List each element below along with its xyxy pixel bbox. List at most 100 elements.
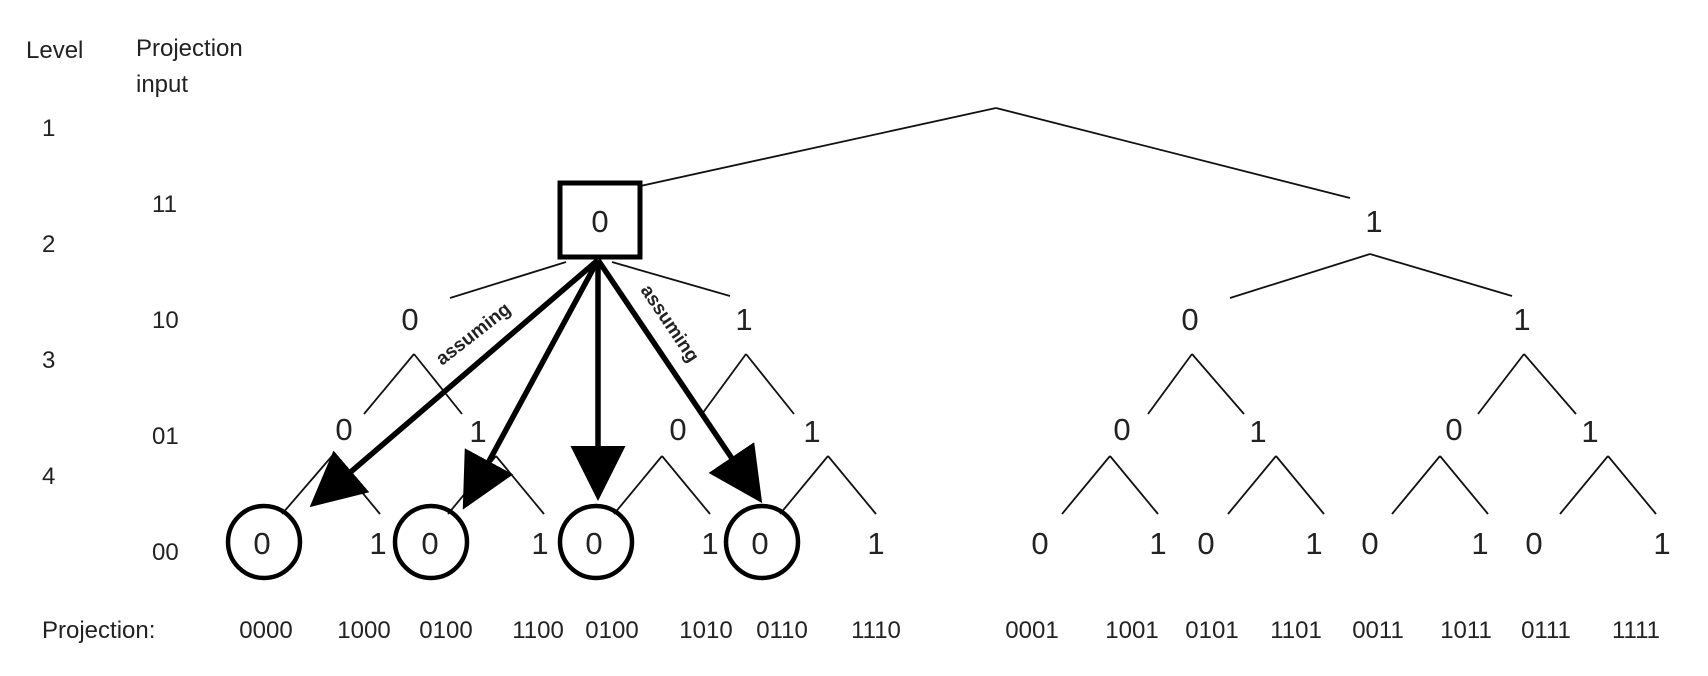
projection-input-10: 10: [152, 307, 179, 334]
edge-l4d-b: [827, 455, 877, 515]
highlighted-node-box: [557, 180, 643, 260]
edge-l4e-b: [1109, 455, 1159, 515]
leaf-0: 0: [253, 526, 270, 561]
edge-l3b-l4c: [701, 353, 747, 415]
projection-4: 0100: [585, 617, 638, 644]
edge-l4b-b: [495, 455, 545, 515]
assuming-label-right: assuming: [636, 281, 703, 366]
projection-1: 1000: [337, 617, 390, 644]
projection-0: 0000: [239, 617, 292, 644]
leaf-13: 1: [1471, 526, 1488, 561]
edge-l4g-b: [1439, 455, 1489, 515]
edge-l4c-b: [661, 455, 711, 515]
leaf-row: 0 1 0 1 0 1 0 1 0 1 0 1 0 1 0 1: [253, 526, 1670, 561]
assuming-label-left: assuming: [432, 299, 515, 370]
projection-14: 0111: [1521, 617, 1571, 644]
leaf-6: 0: [751, 526, 768, 561]
edge-l3a-l4a: [363, 353, 415, 415]
leaf-2: 0: [421, 526, 438, 561]
level4-node-3: 1: [803, 414, 820, 449]
level4-node-5: 1: [1249, 414, 1266, 449]
level4-node-2: 0: [669, 412, 686, 447]
level2-node-right: 1: [1365, 204, 1382, 239]
leaf-11: 1: [1305, 526, 1322, 561]
edge-l3c-l4e: [1147, 353, 1193, 415]
arrow-to-leaf-0100-a: [462, 258, 601, 510]
level-label-1: 1: [42, 115, 55, 142]
level4-node-1: 1: [469, 414, 486, 449]
leaf-10: 0: [1197, 526, 1214, 561]
level3-node-0: 0: [401, 302, 418, 337]
projection-15: 1111: [1612, 617, 1660, 644]
projection-10: 0101: [1185, 617, 1238, 644]
arrow-to-leaf-0110: [595, 258, 763, 504]
projection-2: 0100: [419, 617, 472, 644]
edge-l3d-l4g: [1477, 353, 1525, 415]
level3-node-3: 1: [1513, 302, 1530, 337]
projection-input-header-line1: Projection: [136, 35, 243, 62]
leaf-ring-2: [392, 503, 470, 581]
projection-11: 1101: [1270, 617, 1322, 644]
level-header: Level: [26, 37, 83, 64]
leaf-ring-4: [557, 503, 635, 581]
tree-edges: [281, 107, 1657, 515]
level4-node-0: 0: [335, 412, 352, 447]
projection-7: 1110: [851, 617, 901, 644]
edge-l3a-l4b: [413, 353, 463, 415]
edge-l4f-a: [1227, 455, 1277, 515]
edge-l3d-l4h: [1523, 353, 1577, 415]
projection-input-header-line2: input: [136, 71, 188, 98]
projection-row: 0000 1000 0100 1100 0100 1010 0110 1110 …: [239, 617, 1660, 644]
projection-8: 0001: [1005, 617, 1058, 644]
leaf-4: 0: [585, 526, 602, 561]
edge-l4h-b: [1607, 455, 1657, 515]
leaf-1: 1: [369, 526, 386, 561]
edge-l4c-a: [613, 455, 663, 515]
level-label-2: 2: [42, 231, 55, 258]
projection-input-01: 01: [152, 423, 179, 450]
level-label-4: 4: [42, 463, 55, 490]
projection-12: 0011: [1352, 617, 1404, 644]
level-label-3: 3: [42, 347, 55, 374]
level4-node-4: 0: [1113, 412, 1130, 447]
projection-3: 1100: [512, 617, 564, 644]
level4-node-7: 1: [1581, 414, 1598, 449]
edge-l2a-l3b: [611, 261, 731, 297]
edge-root-right: [995, 107, 1351, 199]
projection-13: 1011: [1440, 617, 1492, 644]
leaf-9: 1: [1149, 526, 1166, 561]
edge-l4h-a: [1559, 455, 1609, 515]
edge-l3c-l4f: [1191, 353, 1245, 415]
projection-9: 1001: [1105, 617, 1158, 644]
edge-l3b-l4d: [745, 353, 795, 415]
edge-l2b-l3c: [1229, 253, 1371, 299]
edge-l4d-a: [779, 455, 829, 515]
projection-6: 0110: [756, 617, 808, 644]
level4-node-6: 0: [1445, 412, 1462, 447]
edge-l4g-a: [1391, 455, 1441, 515]
leaf-ring-0: [225, 503, 303, 581]
projection-input-00: 00: [152, 539, 179, 566]
level3-node-2: 0: [1181, 302, 1198, 337]
leaf-8: 0: [1031, 526, 1048, 561]
projection-input-11: 11: [152, 191, 177, 218]
arrow-to-leaf-0000: [309, 257, 600, 508]
leaf-ring-6: [723, 503, 801, 581]
leaf-14: 0: [1525, 526, 1542, 561]
leaf-7: 1: [867, 526, 884, 561]
leaf-12: 0: [1361, 526, 1378, 561]
level2-node-left: 0: [591, 204, 608, 239]
leaf-15: 1: [1653, 526, 1670, 561]
edge-l2b-l3d: [1369, 253, 1513, 297]
leaf-5: 1: [701, 526, 718, 561]
edge-root-left: [621, 107, 997, 191]
edge-l4a-a: [281, 455, 333, 515]
level3-node-1: 1: [735, 302, 752, 337]
highlight-arrows: [309, 257, 763, 510]
projection-label: Projection:: [42, 617, 155, 644]
edge-l2a-l3a: [449, 261, 567, 299]
projection-5: 1010: [679, 617, 732, 644]
edge-l4f-b: [1275, 455, 1325, 515]
